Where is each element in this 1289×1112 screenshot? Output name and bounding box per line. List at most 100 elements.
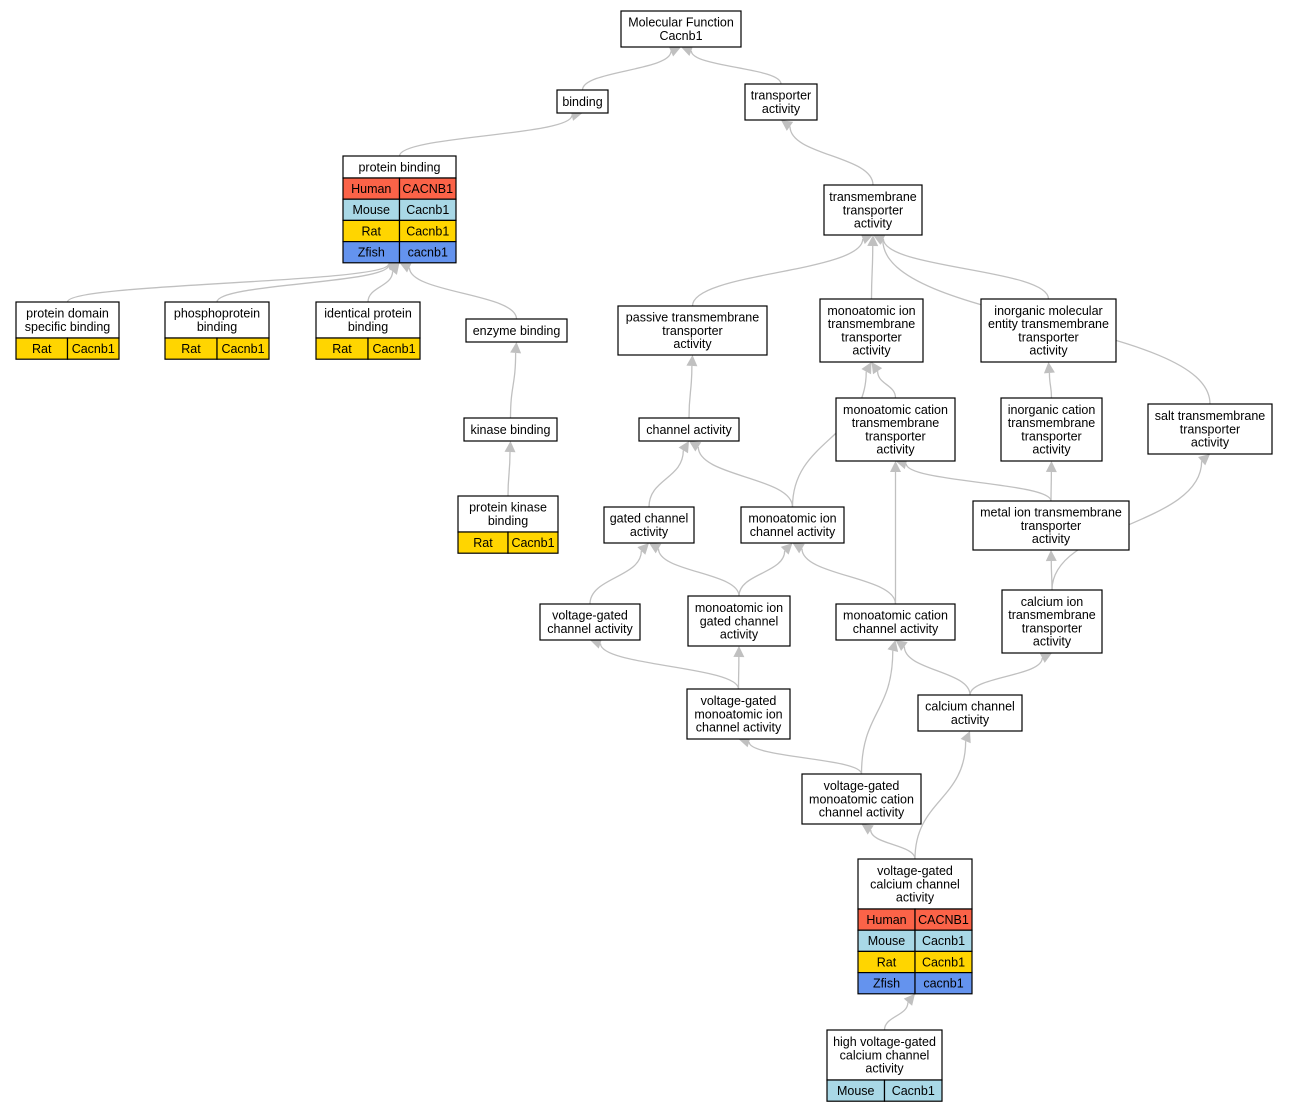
node-label-line: transmembrane bbox=[828, 317, 916, 331]
edge-calcium_channel-to-mono_cation_channel bbox=[903, 646, 971, 696]
node-box bbox=[980, 298, 1117, 363]
node-label-line: voltage-gated bbox=[824, 779, 900, 793]
gene-label: Cacnb1 bbox=[922, 955, 965, 969]
gene-label: Cacnb1 bbox=[406, 224, 449, 238]
edge-gated_channel-to-channel_activity bbox=[648, 450, 684, 508]
node-box bbox=[687, 595, 791, 647]
node-label-line: calcium channel bbox=[870, 877, 960, 891]
node-label-line: channel activity bbox=[646, 423, 732, 437]
node-label-line: transporter bbox=[865, 429, 925, 443]
node-binding[interactable]: binding bbox=[556, 89, 609, 114]
node-box bbox=[1147, 403, 1273, 455]
node-label-line: activity bbox=[854, 217, 893, 231]
node-label-line: monoatomic ion bbox=[695, 601, 783, 615]
edge-arrowhead bbox=[649, 543, 662, 554]
node-channel-activity[interactable]: channel activity bbox=[638, 417, 740, 442]
edge-arrowhead bbox=[388, 262, 400, 275]
edge-arrowhead bbox=[895, 640, 908, 651]
node-label-line: channel activity bbox=[853, 622, 939, 636]
node-mono-ion-tm[interactable]: monoatomic iontransmembranetransporterac… bbox=[819, 298, 924, 363]
node-mono-cation-tm[interactable]: monoatomic cationtransmembranetransporte… bbox=[835, 397, 956, 462]
gene-label: Cacnb1 bbox=[511, 536, 554, 550]
node-label-line: monoatomic ion bbox=[694, 707, 782, 721]
node-box bbox=[826, 1029, 943, 1081]
node-label-line: transporter bbox=[1021, 519, 1081, 533]
edge-mono_ion_gated-to-mono_ion_channel bbox=[738, 550, 786, 597]
node-inorg-cation-tm[interactable]: inorganic cationtransmembranetransporter… bbox=[1000, 397, 1103, 462]
node-label-line: protein domain bbox=[26, 307, 109, 321]
gene-cell bbox=[367, 337, 421, 360]
edge-passive_tm-to-tm_transporter bbox=[691, 238, 864, 307]
node-box bbox=[835, 397, 956, 462]
gene-label: CACNB1 bbox=[402, 182, 453, 196]
species-label: Mouse bbox=[352, 203, 390, 217]
node-label-line: monoatomic cation bbox=[843, 403, 948, 417]
edge-vg_mono_cation-to-vg_mono_ion bbox=[748, 741, 863, 775]
node-box bbox=[603, 506, 695, 544]
node-label-line: metal ion transmembrane bbox=[980, 506, 1122, 520]
gene-label: Cacnb1 bbox=[922, 934, 965, 948]
node-box bbox=[1000, 397, 1103, 462]
edge-hv_calcium-to-vg_calcium bbox=[883, 1002, 909, 1031]
node-box bbox=[463, 417, 558, 442]
edge-arrowhead bbox=[887, 640, 899, 653]
species-label: Rat bbox=[181, 342, 201, 356]
edge-arrowhead bbox=[678, 441, 689, 454]
edge-arrowhead bbox=[399, 262, 412, 273]
edge-protein_binding-to-binding bbox=[398, 115, 573, 157]
node-kinase-binding[interactable]: kinase binding bbox=[463, 417, 558, 442]
edge-phosphoprotein-to-protein_binding bbox=[216, 264, 390, 303]
edge-arrowhead bbox=[903, 993, 915, 1006]
node-label-line: passive transmembrane bbox=[626, 311, 759, 325]
node-label-line: voltage-gated bbox=[877, 864, 953, 878]
node-box bbox=[740, 506, 845, 544]
node-label-line: kinase binding bbox=[471, 423, 551, 437]
node-label-line: activity bbox=[951, 713, 990, 727]
node-label-line: monoatomic ion bbox=[748, 512, 836, 526]
edge-mono_cation_tm-to-mono_ion_tm bbox=[876, 371, 897, 399]
gene-label: Cacnb1 bbox=[372, 342, 415, 356]
node-label-line: calcium channel bbox=[925, 700, 1015, 714]
gene-cell bbox=[216, 337, 270, 360]
species-label: Rat bbox=[473, 536, 493, 550]
node-label-line: binding bbox=[348, 320, 388, 334]
node-box bbox=[315, 301, 421, 339]
gene-label: Cacnb1 bbox=[221, 342, 264, 356]
node-label-line: activity bbox=[865, 1062, 904, 1076]
node-enzyme-binding[interactable]: enzyme binding bbox=[465, 318, 568, 343]
edge-tm_transporter-to-transporter bbox=[789, 126, 874, 186]
node-metal-ion-tm[interactable]: metal ion transmembranetransporteractivi… bbox=[972, 500, 1130, 551]
node-label-line: activity bbox=[852, 344, 891, 358]
node-box bbox=[164, 301, 270, 339]
node-calcium-ion-tm[interactable]: calcium iontransmembranetransporteractiv… bbox=[1001, 589, 1103, 654]
node-label-line: calcium ion bbox=[1021, 595, 1084, 609]
node-box bbox=[638, 417, 740, 442]
node-label-line: transmembrane bbox=[1008, 608, 1096, 622]
edge-arrowhead bbox=[871, 362, 883, 375]
node-label-line: channel activity bbox=[750, 525, 836, 539]
node-box bbox=[15, 301, 120, 339]
